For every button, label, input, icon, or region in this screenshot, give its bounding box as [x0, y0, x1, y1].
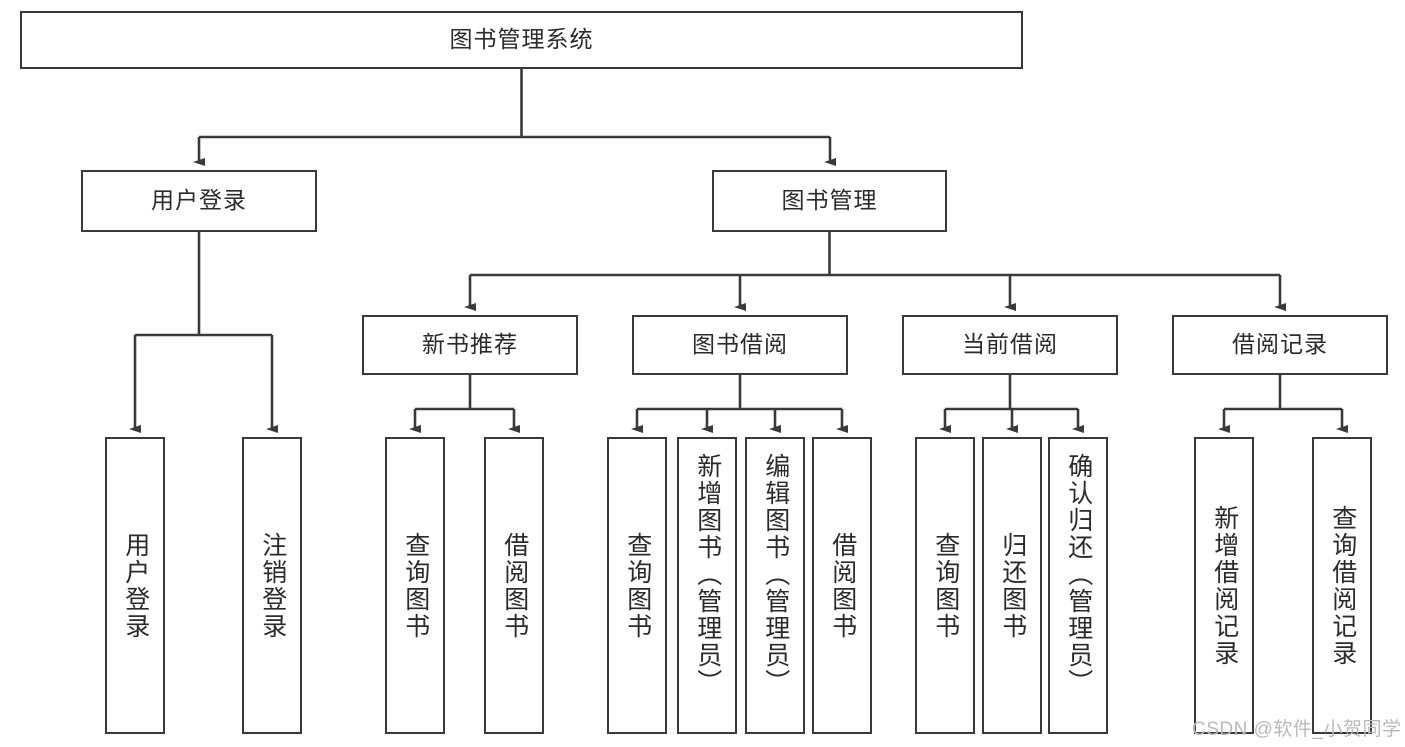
node-leaf-query-book-borrow-label: 查询图书 — [623, 531, 652, 640]
node-leaf-query-book-borrow[interactable]: 查询图书 — [607, 437, 667, 734]
node-leaf-query-book-rec-label: 查询图书 — [401, 531, 430, 640]
node-leaf-add-book-label: 新增图书（管理员） — [693, 453, 722, 696]
node-leaf-borrow-book-label: 借阅图书 — [828, 531, 857, 640]
node-user-login-label: 用户登录 — [151, 187, 247, 214]
node-book-manage-label: 图书管理 — [781, 187, 878, 214]
node-leaf-edit-book[interactable]: 编辑图书（管理员） — [745, 437, 805, 734]
node-leaf-confirm-return[interactable]: 确认归还（管理员） — [1048, 437, 1108, 734]
node-leaf-query-record[interactable]: 查询借阅记录 — [1312, 437, 1372, 734]
node-leaf-query-book-cur-label: 查询图书 — [931, 531, 960, 640]
node-root[interactable]: 图书管理系统 — [20, 11, 1023, 69]
node-borrow-record-label: 借阅记录 — [1232, 331, 1328, 358]
node-root-label: 图书管理系统 — [449, 26, 594, 53]
node-current-borrow-label: 当前借阅 — [962, 331, 1058, 358]
node-leaf-edit-book-label: 编辑图书（管理员） — [761, 453, 790, 696]
node-leaf-user-logout-label: 注销登录 — [258, 531, 287, 640]
node-book-manage[interactable]: 图书管理 — [712, 170, 947, 232]
node-leaf-borrow-book-rec[interactable]: 借阅图书 — [484, 437, 544, 734]
node-new-book-recommend-label: 新书推荐 — [422, 331, 518, 358]
node-book-borrow-label: 图书借阅 — [692, 331, 788, 358]
node-user-login[interactable]: 用户登录 — [81, 170, 317, 232]
node-leaf-query-record-label: 查询借阅记录 — [1328, 504, 1357, 667]
node-leaf-return-book[interactable]: 归还图书 — [982, 437, 1042, 734]
node-new-book-recommend[interactable]: 新书推荐 — [362, 315, 578, 375]
node-leaf-query-book-cur[interactable]: 查询图书 — [915, 437, 975, 734]
node-leaf-add-book[interactable]: 新增图书（管理员） — [677, 437, 737, 734]
node-current-borrow[interactable]: 当前借阅 — [902, 315, 1118, 375]
node-leaf-query-book-rec[interactable]: 查询图书 — [385, 437, 445, 734]
node-leaf-user-login[interactable]: 用户登录 — [105, 437, 165, 734]
node-leaf-borrow-book-rec-label: 借阅图书 — [500, 531, 529, 640]
node-leaf-return-book-label: 归还图书 — [998, 531, 1027, 640]
node-leaf-add-record-label: 新增借阅记录 — [1210, 504, 1239, 667]
node-borrow-record[interactable]: 借阅记录 — [1172, 315, 1388, 375]
node-book-borrow[interactable]: 图书借阅 — [632, 315, 848, 375]
node-leaf-add-record[interactable]: 新增借阅记录 — [1194, 437, 1254, 734]
node-leaf-confirm-return-label: 确认归还（管理员） — [1064, 453, 1093, 696]
csdn-watermark: CSDN @软件_小贺同学 — [1192, 719, 1402, 740]
node-leaf-borrow-book[interactable]: 借阅图书 — [812, 437, 872, 734]
node-leaf-user-logout[interactable]: 注销登录 — [242, 437, 302, 734]
node-leaf-user-login-label: 用户登录 — [121, 531, 150, 640]
